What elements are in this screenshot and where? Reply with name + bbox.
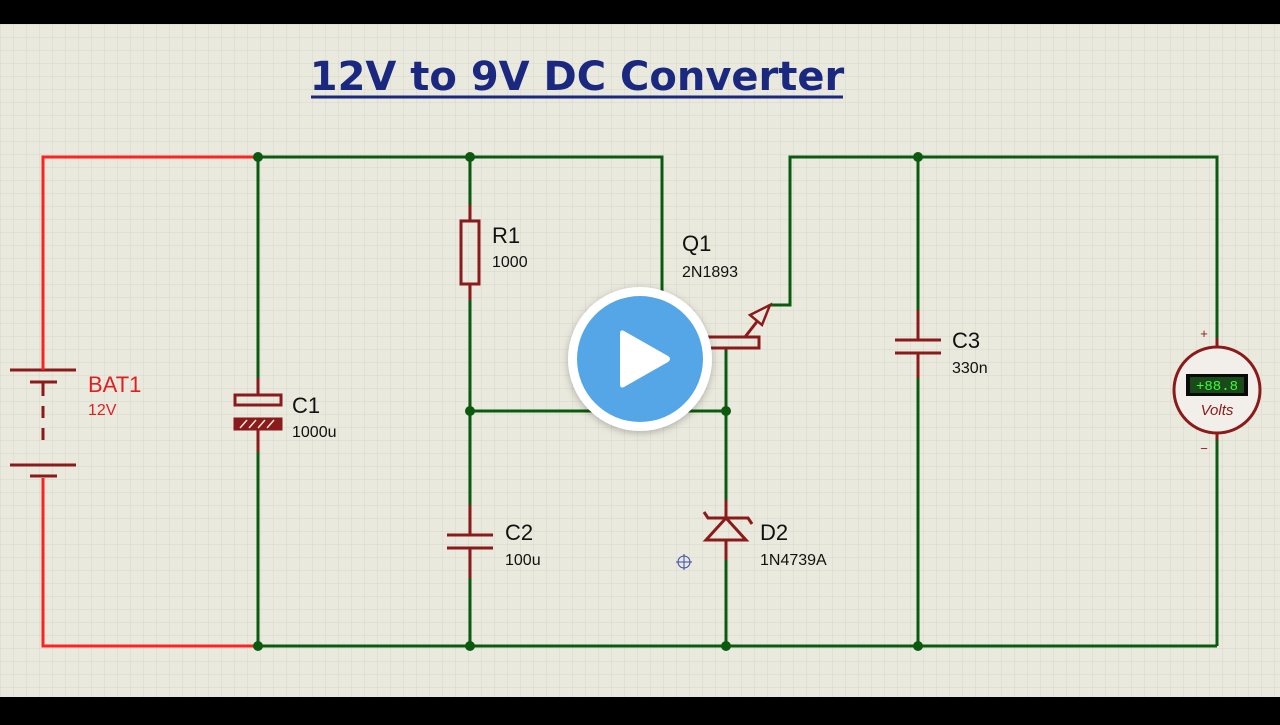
q1-ref: Q1 bbox=[682, 231, 711, 256]
junction-dots bbox=[253, 152, 923, 651]
c3-value: 330n bbox=[952, 360, 988, 377]
c1-value: 1000u bbox=[292, 424, 337, 441]
d2-value: 1N4739A bbox=[760, 552, 827, 569]
capacitor-c2[interactable]: C2 100u bbox=[447, 505, 541, 578]
bat1-value: 12V bbox=[88, 402, 117, 419]
crosshair-cursor-icon bbox=[676, 554, 692, 570]
bottom-letterbox bbox=[0, 697, 1280, 720]
voltmeter[interactable]: +88.8 Volts + − bbox=[1172, 326, 1262, 456]
zener-diode-d2[interactable]: D2 1N4739A bbox=[702, 500, 827, 569]
r1-value: 1000 bbox=[492, 254, 528, 271]
play-button[interactable] bbox=[568, 287, 712, 431]
voltmeter-unit: Volts bbox=[1201, 402, 1234, 419]
capacitor-c3[interactable]: C3 330n bbox=[895, 310, 988, 378]
d2-ref: D2 bbox=[760, 520, 788, 545]
resistor-r1[interactable]: R1 1000 bbox=[459, 205, 528, 300]
play-icon bbox=[620, 330, 670, 388]
diagram-title: 12V to 9V DC Converter bbox=[310, 54, 845, 100]
c1-ref: C1 bbox=[292, 393, 320, 418]
c3-ref: C3 bbox=[952, 328, 980, 353]
transistor-q1[interactable]: Q1 2N1893 bbox=[682, 231, 773, 350]
bat1-ref: BAT1 bbox=[88, 372, 141, 397]
battery-wires bbox=[41, 155, 258, 648]
top-letterbox bbox=[0, 0, 1280, 24]
capacitor-c1[interactable]: C1 1000u bbox=[233, 378, 337, 452]
battery-bat1[interactable]: BAT1 12V bbox=[10, 365, 141, 478]
voltmeter-reading: +88.8 bbox=[1196, 379, 1238, 395]
voltmeter-plus: + bbox=[1200, 326, 1208, 341]
voltmeter-minus: − bbox=[1200, 441, 1208, 456]
q1-value: 2N1893 bbox=[682, 264, 738, 281]
r1-ref: R1 bbox=[492, 223, 520, 248]
c2-value: 100u bbox=[505, 552, 541, 569]
c2-ref: C2 bbox=[505, 520, 533, 545]
